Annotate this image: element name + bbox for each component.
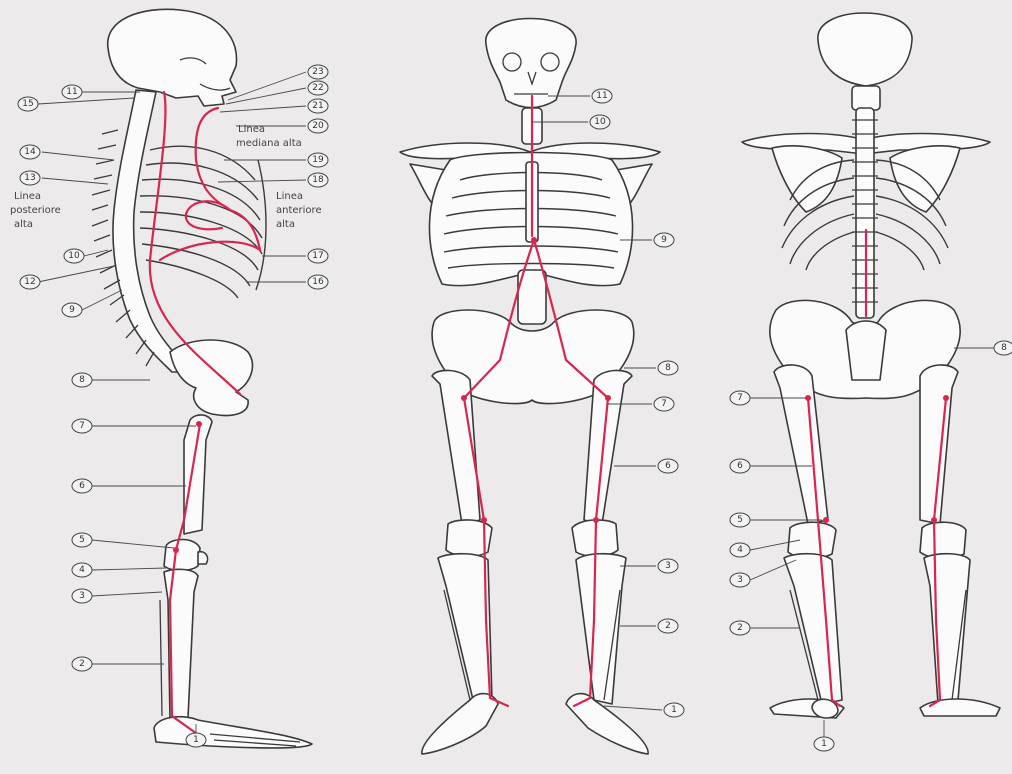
marker-label: 3 [737,575,743,585]
marker-label: 2 [79,659,85,669]
marker-back-5: 5 [730,513,750,527]
marker-label: 5 [79,535,85,545]
marker-lateral-19: 19 [308,153,328,167]
marker-back-2: 2 [730,621,750,635]
marker-label: 6 [737,461,743,471]
marker-label: 8 [79,375,85,385]
marker-label: 3 [79,591,85,601]
marker-label: 12 [24,277,35,287]
linea-anteriore-alta-line2: anteriore [276,205,322,216]
marker-front-7: 7 [654,397,674,411]
marker-label: 18 [312,175,324,185]
marker-lateral-15: 15 [18,97,38,111]
marker-front-9: 9 [654,233,674,247]
marker-label: 22 [312,83,323,93]
linea-mediana-alta-line2: mediana alta [236,138,302,149]
marker-lateral-5: 5 [72,533,92,547]
marker-label: 4 [79,565,85,575]
marker-label: 15 [22,99,33,109]
marker-label: 2 [737,623,743,633]
marker-label: 6 [79,481,85,491]
marker-back-8: 8 [994,341,1012,355]
marker-label: 7 [79,421,85,431]
marker-front-1: 1 [664,703,684,717]
marker-front-2: 2 [658,619,678,633]
marker-label: 5 [737,515,743,525]
marker-back-1: 1 [814,737,834,751]
marker-lateral-2: 2 [72,657,92,671]
marker-lateral-23: 23 [308,65,328,79]
marker-label: 9 [661,235,667,245]
marker-label: 11 [66,87,77,97]
marker-lateral-8: 8 [72,373,92,387]
marker-front-10: 10 [590,115,610,129]
marker-label: 1 [821,739,827,749]
marker-lateral-10: 10 [64,249,84,263]
marker-label: 23 [312,67,323,77]
marker-lateral-17: 17 [308,249,328,263]
marker-label: 4 [737,545,743,555]
marker-lateral-21: 21 [308,99,328,113]
linea-anteriore-alta-line3: alta [276,219,295,230]
marker-label: 8 [665,363,671,373]
marker-front-8: 8 [658,361,678,375]
marker-label: 7 [737,393,743,403]
marker-back-3: 3 [730,573,750,587]
marker-lateral-13: 13 [20,171,40,185]
marker-label: 19 [312,155,324,165]
linea-mediana-alta-line1: Linea [238,124,265,135]
number-markers: 1234567891011121314151617181920212223123… [18,65,1012,751]
marker-label: 1 [193,735,199,745]
marker-lateral-7: 7 [72,419,92,433]
linea-posteriore-alta-line3: alta [14,219,33,230]
marker-lateral-14: 14 [20,145,40,159]
marker-lateral-6: 6 [72,479,92,493]
marker-lateral-18: 18 [308,173,328,187]
marker-label: 16 [312,277,324,287]
marker-lateral-20: 20 [308,119,328,133]
linea-posteriore-alta-line2: posteriore [10,205,61,216]
marker-label: 20 [312,121,324,131]
marker-back-4: 4 [730,543,750,557]
marker-label: 6 [665,461,671,471]
marker-label: 9 [69,305,75,315]
marker-label: 10 [594,117,606,127]
marker-lateral-12: 12 [20,275,40,289]
marker-lateral-3: 3 [72,589,92,603]
marker-front-11: 11 [592,89,612,103]
marker-label: 11 [596,91,607,101]
marker-label: 7 [661,399,667,409]
marker-lateral-1: 1 [186,733,206,747]
marker-label: 17 [312,251,323,261]
marker-lateral-16: 16 [308,275,328,289]
marker-label: 3 [665,561,671,571]
marker-label: 21 [312,101,323,111]
marker-lateral-9: 9 [62,303,82,317]
marker-back-6: 6 [730,459,750,473]
marker-lateral-22: 22 [308,81,328,95]
marker-label: 8 [1001,343,1007,353]
linea-anteriore-alta-line1: Linea [276,191,303,202]
marker-label: 1 [671,705,677,715]
marker-label: 10 [68,251,80,261]
linea-posteriore-alta-line1: Linea [14,191,41,202]
marker-back-7: 7 [730,391,750,405]
marker-front-3: 3 [658,559,678,573]
marker-label: 2 [665,621,671,631]
marker-label: 13 [24,173,35,183]
marker-lateral-4: 4 [72,563,92,577]
marker-label: 14 [24,147,36,157]
marker-lateral-11: 11 [62,85,82,99]
marker-front-6: 6 [658,459,678,473]
